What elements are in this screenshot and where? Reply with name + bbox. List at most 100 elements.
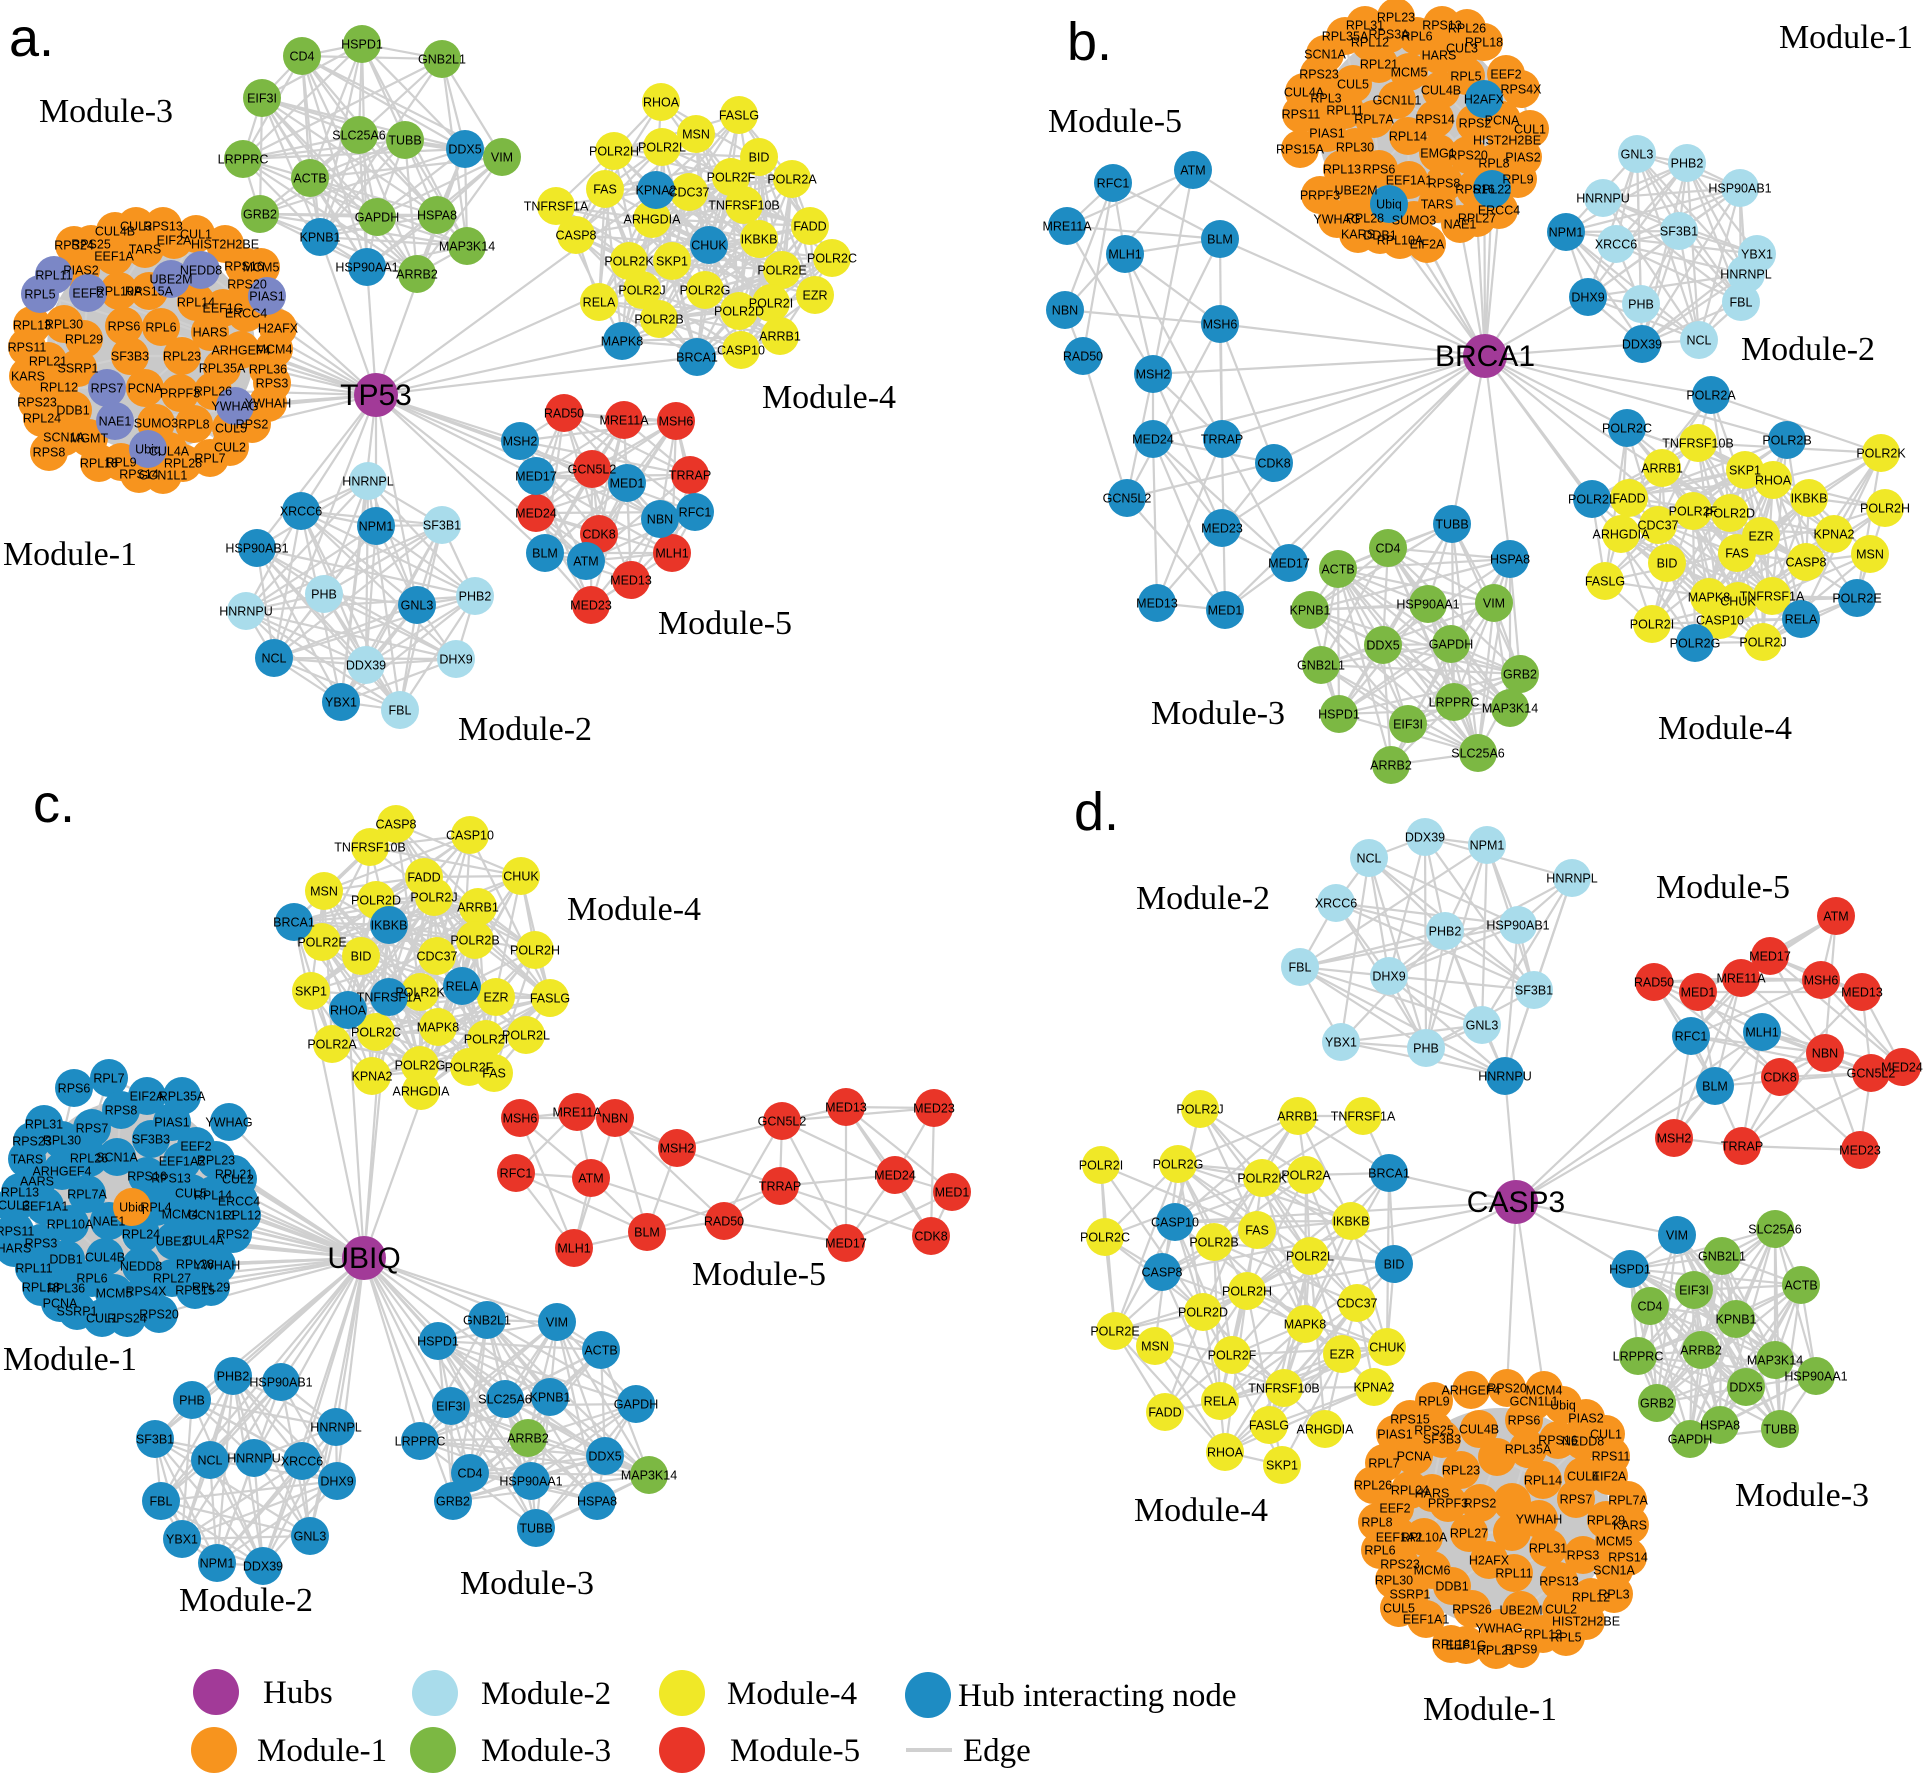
node-label-RPL35A: RPL35A: [1505, 1443, 1552, 1457]
node-label-POLR2E: POLR2E: [297, 936, 346, 950]
node-label-EEF1A2: EEF1A2: [1376, 1531, 1423, 1545]
node-label-TNFRSF1A: TNFRSF1A: [1740, 590, 1805, 604]
node-RPL23: [1442, 1451, 1480, 1489]
node-EIF2A: [155, 221, 193, 259]
edge: [1297, 1115, 1352, 1222]
edge: [319, 139, 406, 238]
node-label-HNRNPL: HNRNPL: [342, 475, 393, 489]
node-XRCC6: [1597, 225, 1635, 263]
node-label-CUL1: CUL1: [1514, 123, 1546, 137]
node-RPL11: [1495, 1554, 1533, 1592]
node-label-POLR2F: POLR2F: [445, 1061, 494, 1075]
node-label-RPL12: RPL12: [1572, 1591, 1610, 1605]
node-unlabeled: [1493, 1483, 1531, 1521]
node-MRE11A: [558, 1093, 596, 1131]
node-label-SF3B3: SF3B3: [1423, 1433, 1461, 1447]
node-MED24: [517, 494, 555, 532]
node-label-KPNB1: KPNB1: [1716, 1313, 1757, 1327]
node-RPS6: [55, 1069, 93, 1107]
legend-swatch-Module-2: [412, 1670, 458, 1716]
node-RPS24: [108, 1299, 146, 1337]
node-label-RPS20: RPS20: [1448, 149, 1488, 163]
node-label-ATM: ATM: [578, 1172, 603, 1186]
edge: [1126, 323, 1221, 499]
node-VIM: [1475, 584, 1513, 622]
node-MED23: [1841, 1131, 1879, 1169]
hub-node-BRCA1: [1463, 334, 1507, 378]
edge: [301, 55, 466, 150]
node-RPS2: [1461, 1484, 1499, 1522]
node-TARS: [126, 230, 164, 268]
panel-b-nodes: [1046, 0, 1904, 784]
node-POLR2G: [1159, 1145, 1197, 1183]
node-EIF3I: [1675, 1271, 1713, 1309]
node-MED24: [1134, 420, 1172, 458]
node-MED24: [876, 1156, 914, 1194]
node-SLC25A6: [340, 116, 378, 154]
node-TUBB: [386, 121, 424, 159]
edge: [929, 1107, 936, 1237]
node-label-RPL7A: RPL7A: [67, 1188, 107, 1202]
edge: [469, 834, 551, 999]
node-label-CASP8: CASP8: [556, 229, 597, 243]
node-label-RPS6: RPS6: [1363, 163, 1396, 177]
node-label-MED17: MED17: [515, 470, 557, 484]
node-MLH1: [653, 534, 691, 572]
node-label-TRRAP: TRRAP: [1201, 433, 1243, 447]
node-label-EMG1: EMG1: [1420, 147, 1455, 161]
node-label-GCN1L1: GCN1L1: [1373, 94, 1422, 108]
node-label-RPL10A: RPL10A: [1377, 234, 1424, 248]
node-label-MLH1: MLH1: [557, 1242, 590, 1256]
hub-edge: [1515, 1200, 1678, 1237]
node-label-MAP3K14: MAP3K14: [1482, 702, 1538, 716]
node-POLR2B: [640, 300, 678, 338]
node-POLR2L: [507, 1016, 545, 1054]
hub-edge: [1219, 237, 1486, 358]
node-BRCA1: [678, 338, 716, 376]
hub-edge: [1483, 355, 1512, 560]
node-label-PRPF3: PRPF3: [160, 387, 200, 401]
node-POLR2L: [643, 128, 681, 166]
node-label-EEF1A: EEF1A: [94, 250, 134, 264]
node-label-GNB2L1: GNB2L1: [1297, 659, 1345, 673]
node-label-SKP1: SKP1: [1729, 464, 1761, 478]
node-POLR2E: [303, 923, 341, 961]
node-label-EZR: EZR: [484, 991, 509, 1005]
edge: [154, 1438, 311, 1537]
node-label-RPL3: RPL3: [1598, 1588, 1629, 1602]
node-CD4: [1631, 1287, 1669, 1325]
node-label-RHOA: RHOA: [330, 1004, 367, 1018]
node-label-PCNA: PCNA: [43, 1297, 78, 1311]
node-GAPDH: [1432, 625, 1470, 663]
node-label-LRPPRC: LRPPRC: [1429, 696, 1480, 710]
hub-edge: [1152, 354, 1486, 441]
node-RPL8: [175, 405, 213, 443]
node-label-TUBB: TUBB: [1763, 1423, 1796, 1437]
node-label-GRB2: GRB2: [436, 1495, 470, 1509]
node-label-POLR2L: POLR2L: [502, 1029, 550, 1043]
node-label-MLH1: MLH1: [655, 547, 688, 561]
node-label-RPS20: RPS20: [139, 1308, 179, 1322]
node-CASP10: [1701, 601, 1739, 639]
node-label-POLR2F: POLR2F: [1208, 1349, 1257, 1363]
node-TRRAP: [761, 1167, 799, 1205]
node-label-POLR2D: POLR2D: [714, 305, 764, 319]
node-MED13: [1138, 584, 1176, 622]
node-label-CUL4A: CUL4A: [1284, 86, 1325, 100]
node-label-NCL: NCL: [1686, 334, 1711, 348]
node-label-RPS7: RPS7: [1560, 1493, 1593, 1507]
node-HSPA8: [578, 1482, 616, 1520]
node-label-ERCC4: ERCC4: [225, 307, 267, 321]
node-label-NCL: NCL: [1356, 852, 1381, 866]
node-label-MAPK8: MAPK8: [1284, 1318, 1326, 1332]
node-label-RPL29: RPL29: [1587, 1514, 1625, 1528]
node-HSP90AB1: [262, 1363, 300, 1401]
node-label-DHX9: DHX9: [1372, 970, 1405, 984]
node-TNFRSF1A: [370, 978, 408, 1016]
node-label-SSRP1: SSRP1: [57, 1305, 98, 1319]
hub-edge: [346, 1009, 366, 1259]
node-VIM: [483, 138, 521, 176]
edge: [1508, 558, 1522, 675]
node-CHUK: [1368, 1328, 1406, 1366]
edge: [160, 1500, 264, 1567]
